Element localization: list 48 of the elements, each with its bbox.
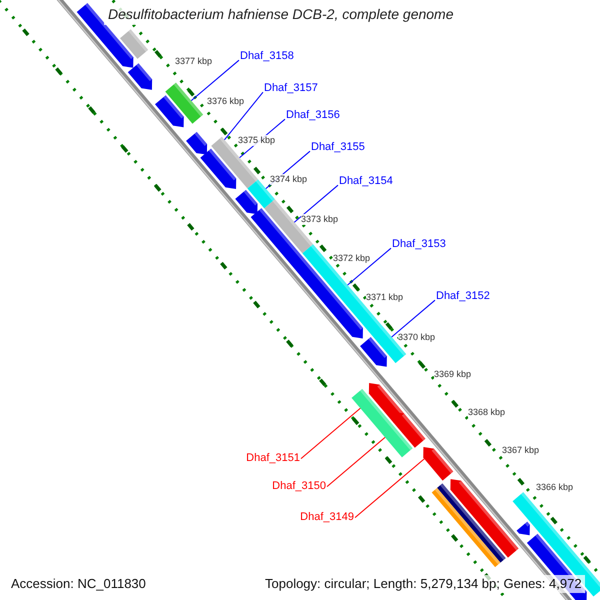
gene-label: Dhaf_3151 [246, 452, 300, 466]
leader-line [347, 248, 392, 286]
gene-feature [368, 383, 404, 423]
gene-feature [165, 82, 204, 124]
gene-feature [211, 136, 258, 189]
gene-label: Dhaf_3154 [339, 175, 393, 188]
gene-label: Dhaf_3158 [240, 50, 294, 64]
leader-line [326, 436, 386, 488]
gene-label: Dhaf_3152 [436, 290, 490, 304]
tick-label: 3373 kbp [301, 214, 338, 225]
tick-label: 3377 kbp [175, 56, 212, 67]
gene-feature [437, 483, 506, 563]
gene-feature [352, 388, 413, 458]
gene-feature [120, 29, 148, 59]
tick-label: 3376 kbp [207, 96, 244, 107]
gene-label: Dhaf_3156 [286, 109, 340, 122]
tick-label: 3367 kbp [502, 445, 540, 456]
gene-feature [128, 63, 152, 90]
leader-line [224, 92, 264, 140]
gene-feature [155, 95, 184, 128]
gene-feature [516, 522, 530, 536]
gene-feature [393, 412, 426, 448]
gene-feature [423, 447, 454, 481]
tick-label: 3374 kbp [270, 174, 308, 185]
tick-label: 3371 kbp [366, 292, 404, 303]
gene-feature [235, 190, 258, 214]
leader-line [300, 408, 361, 460]
info-text: Topology: circular; Length: 5,279,134 bp; Genes: 4,972 [262, 575, 585, 593]
tick-label: 3370 kbp [398, 332, 436, 343]
leader-line [391, 300, 436, 338]
leader-line [190, 60, 240, 102]
gene-feature [200, 148, 236, 189]
gene-label: Dhaf_3153 [392, 238, 446, 252]
tick-label: 3372 kbp [333, 253, 370, 264]
gene-feature [432, 488, 500, 568]
tick-label: 3366 kbp [536, 482, 574, 493]
gene-feature [450, 479, 519, 558]
tick-label: 3368 kbp [468, 407, 506, 418]
gene-feature [186, 132, 208, 155]
gene-label: Dhaf_3157 [264, 82, 318, 96]
gene-label: Dhaf_3150 [272, 480, 326, 494]
gene-label: Dhaf_3155 [311, 141, 365, 154]
tick-label: 3375 kbp [238, 135, 276, 146]
gene-label: Dhaf_3149 [300, 511, 354, 524]
leader-line [354, 458, 425, 518]
gene-feature [360, 337, 387, 367]
tick-label: 3369 kbp [434, 369, 472, 380]
leader-line [294, 184, 338, 223]
